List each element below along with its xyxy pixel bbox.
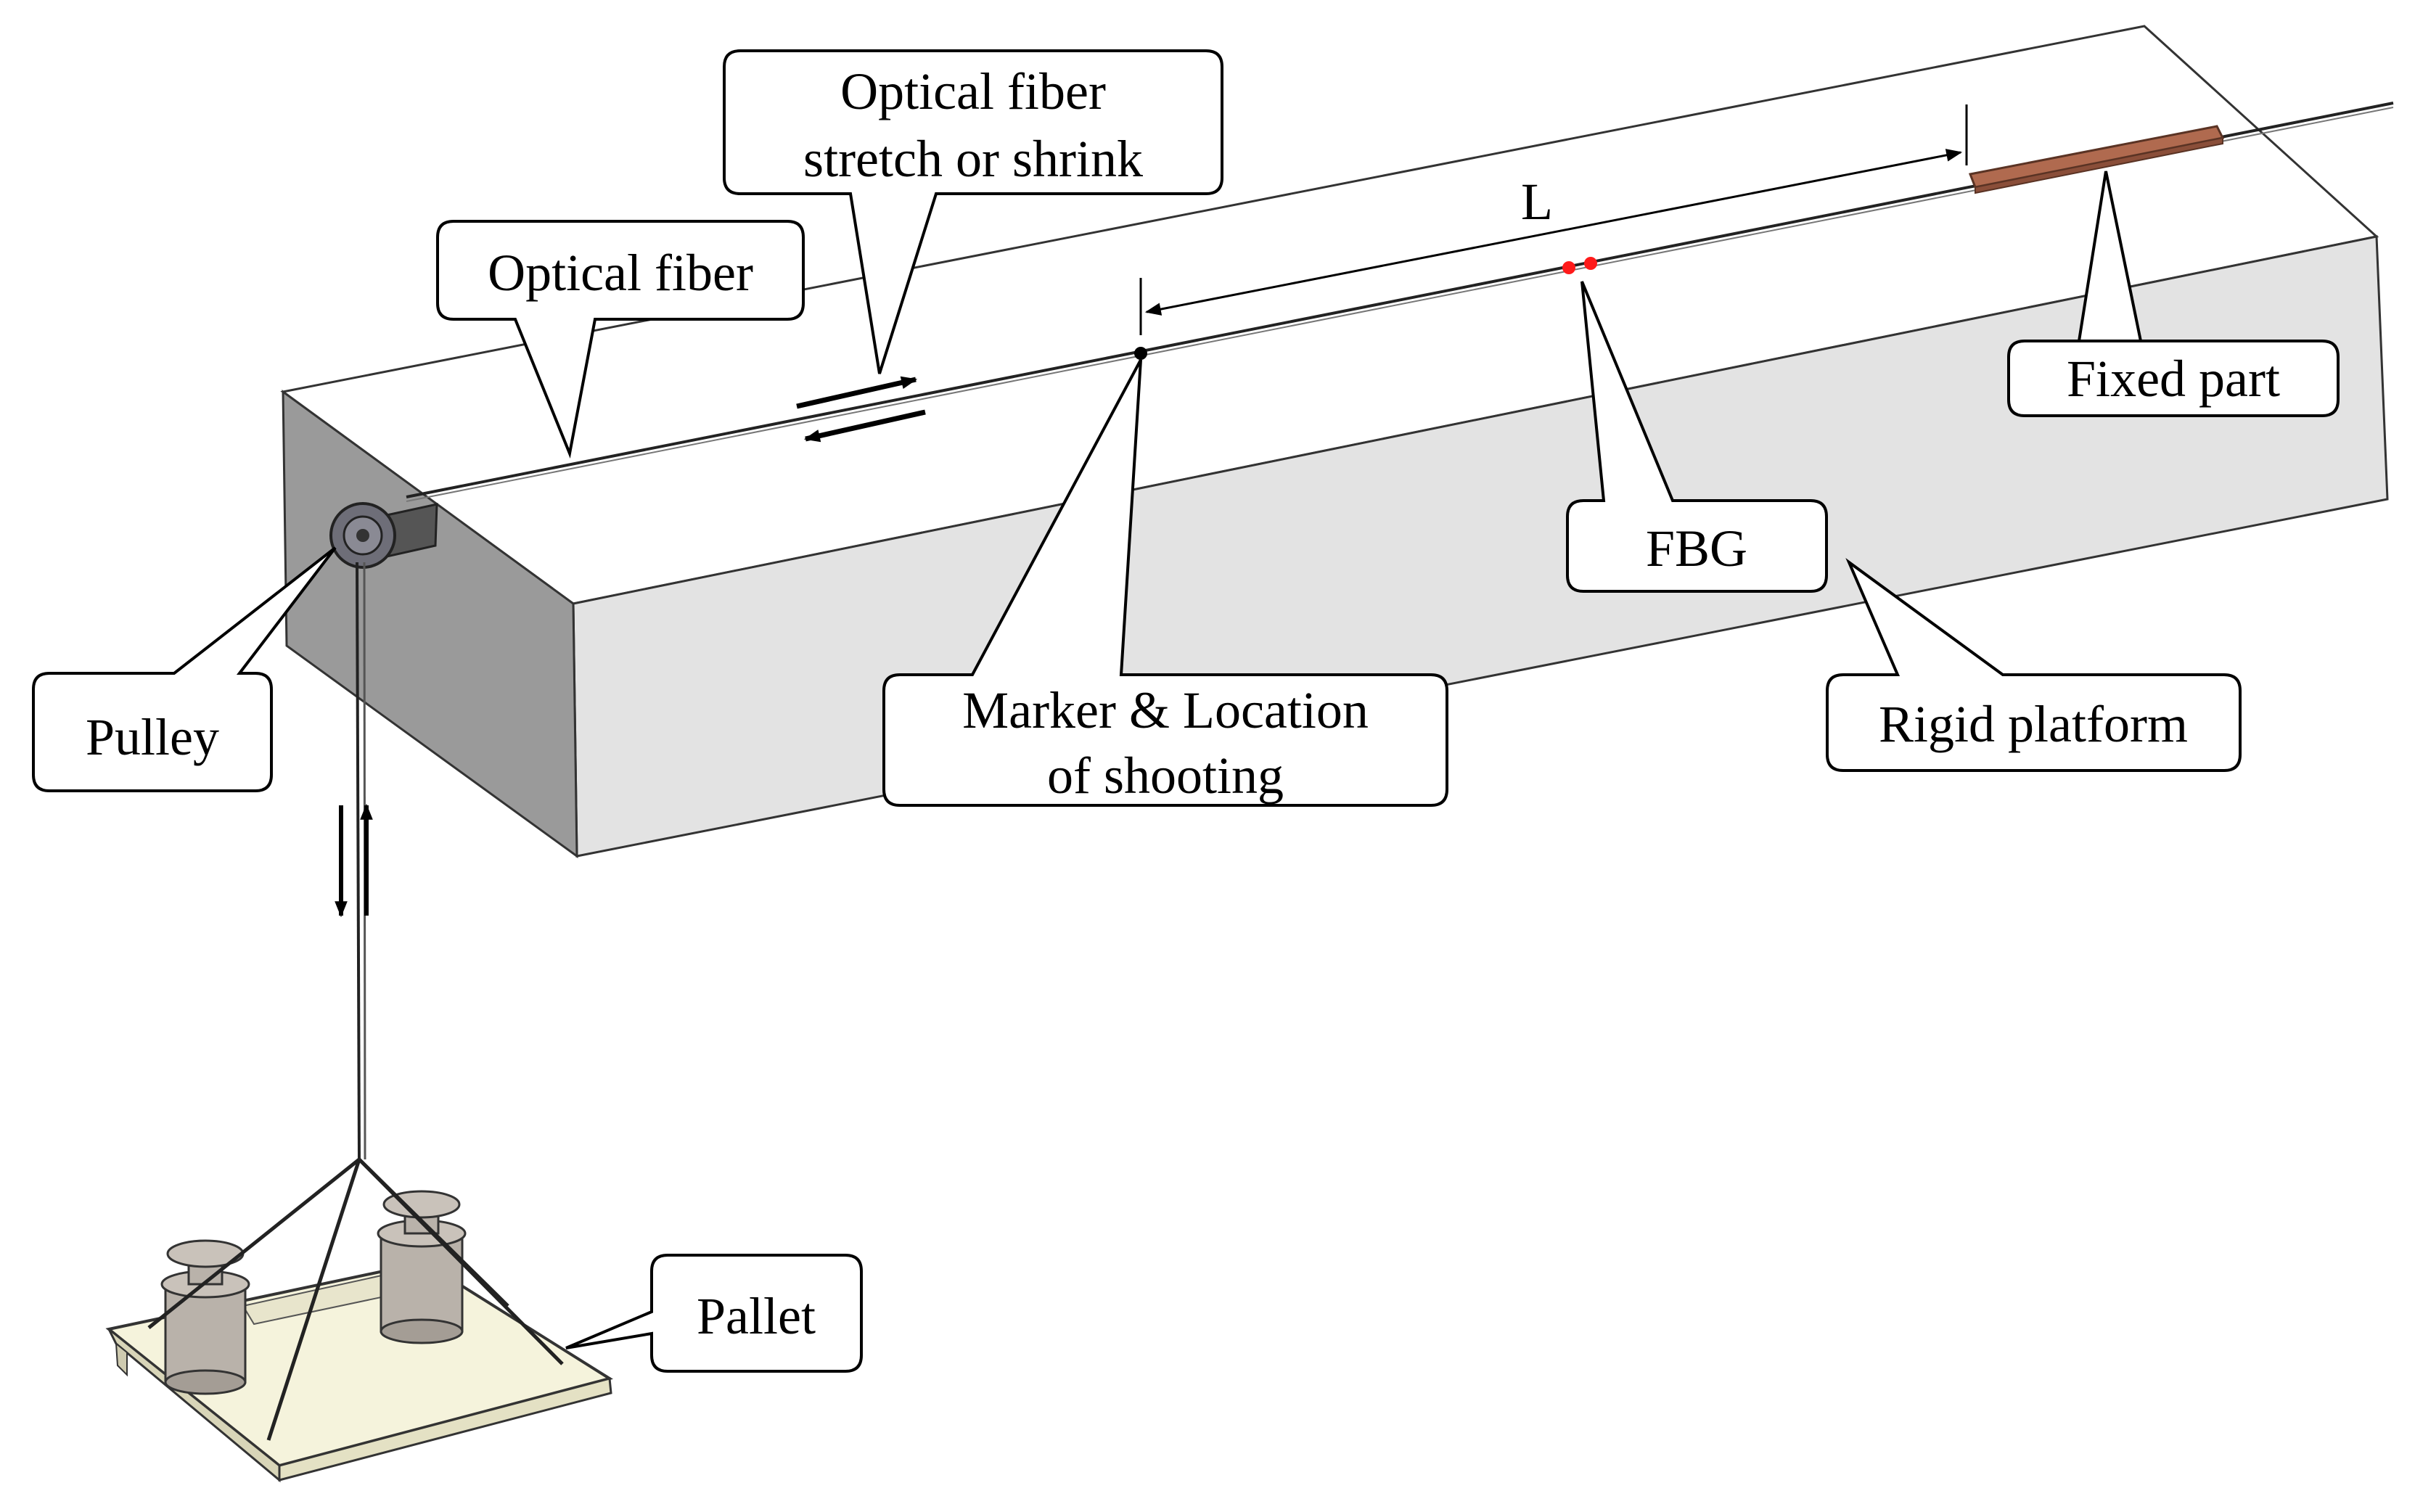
fbg-dot-2 bbox=[1584, 257, 1597, 270]
callout-fixed-part: Fixed part bbox=[2007, 170, 2340, 417]
callout-fbg: FBG bbox=[1566, 281, 1828, 593]
pallet-assembly bbox=[105, 1158, 613, 1483]
marker-label-line2: of shooting bbox=[1047, 747, 1284, 805]
pallet-label: Pallet bbox=[697, 1287, 816, 1345]
weight-right bbox=[377, 1190, 467, 1344]
callout-rigid-platform: Rigid platform bbox=[1826, 558, 2242, 772]
rigid-platform-label: Rigid platform bbox=[1879, 695, 2188, 753]
callout-marker-location: Marker & Location of shooting bbox=[882, 359, 1448, 807]
marker-label-line1: Marker & Location bbox=[962, 681, 1369, 739]
callout-stretch-shrink: Optical fiber stretch or shrink bbox=[723, 49, 1223, 374]
fixed-part bbox=[1968, 125, 2225, 194]
length-dimension: L bbox=[1139, 104, 1968, 335]
load-direction-arrows bbox=[335, 803, 373, 918]
weight-left bbox=[160, 1239, 250, 1395]
pulley-label: Pulley bbox=[86, 708, 219, 766]
stretch-label-line1: Optical fiber bbox=[840, 62, 1106, 120]
callout-optical-fiber: Optical fiber bbox=[436, 220, 805, 459]
pulley-assembly bbox=[329, 502, 438, 569]
fbg-label: FBG bbox=[1646, 519, 1747, 578]
stretch-arrows bbox=[796, 376, 926, 443]
fbg-dot-1 bbox=[1562, 261, 1575, 274]
optical-fiber-label: Optical fiber bbox=[488, 244, 753, 302]
suspension-strings bbox=[147, 1158, 564, 1441]
fixed-part-label: Fixed part bbox=[2067, 350, 2280, 408]
callout-pallet: Pallet bbox=[565, 1254, 863, 1373]
callout-pulley: Pulley bbox=[32, 546, 337, 792]
length-label: L bbox=[1521, 173, 1553, 231]
marker-point bbox=[1134, 347, 1147, 360]
stretch-label-line2: stretch or shrink bbox=[803, 130, 1143, 188]
